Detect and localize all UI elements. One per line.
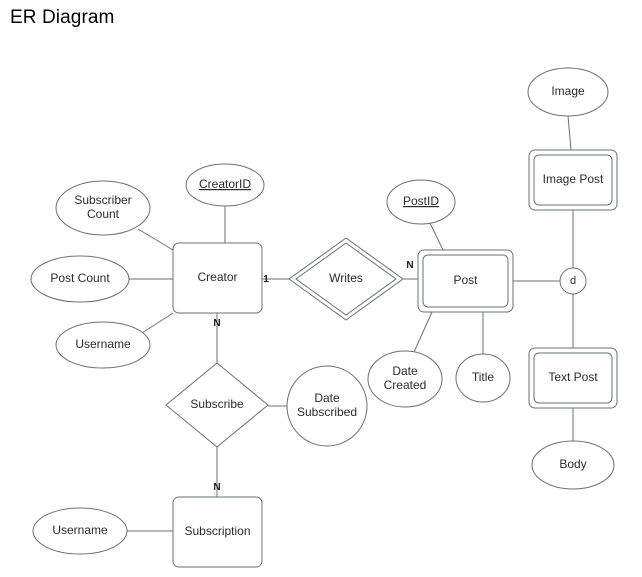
attribute-body-outline [531, 440, 615, 490]
attribute-image[interactable] [527, 67, 609, 117]
cardinality-writes-post: N [406, 260, 413, 271]
relationship-writes-inner-outline [295, 242, 397, 316]
entity-post-label: Post [453, 273, 478, 287]
edge-username-creator [141, 312, 174, 334]
attribute-date-subscribed-outline [286, 365, 368, 447]
cardinality-creator-subscribe: N [213, 318, 220, 329]
entity-subscription[interactable] [172, 496, 263, 568]
edge-image-imagepost [567, 115, 572, 151]
attribute-post-count-label: Post Count [50, 271, 110, 285]
attribute-creator-id[interactable] [185, 163, 265, 207]
entity-image-post[interactable] [528, 149, 618, 211]
specialization-disjoint-symbol: d [570, 275, 576, 287]
entity-text-post-inner-outline [533, 352, 613, 404]
relationship-writes-label: Writes [329, 271, 363, 285]
edge-postid-post [429, 222, 444, 251]
attribute-date-created[interactable] [367, 350, 443, 408]
specialization-disjoint-circle[interactable] [559, 267, 587, 295]
attribute-username-sub-label: Username [52, 523, 108, 537]
cardinality-subscribe-subscript: N [213, 482, 220, 493]
entity-creator-outline [172, 242, 263, 314]
edge-subscriber-count-creator [137, 228, 174, 251]
attribute-username-sub-outline [32, 507, 128, 555]
entity-image-post-label: Image Post [543, 172, 604, 186]
relationship-writes[interactable] [288, 237, 404, 321]
attribute-creator-id-outline [185, 163, 265, 207]
relationship-subscribe[interactable] [165, 362, 269, 448]
attribute-body[interactable] [531, 440, 615, 490]
entity-post[interactable] [417, 249, 514, 313]
attribute-date-subscribed[interactable] [286, 365, 368, 447]
entity-subscription-label: Subscription [184, 524, 250, 538]
attribute-post-count[interactable] [30, 255, 130, 303]
attribute-username-sub[interactable] [32, 507, 128, 555]
attribute-creator-id-label: CreatorID [199, 177, 251, 191]
attribute-username-creator-label: Username [75, 337, 131, 351]
attribute-title-outline [455, 353, 511, 403]
page-title: ER Diagram [10, 7, 115, 28]
relationship-subscribe-label: Subscribe [190, 397, 244, 411]
edges-layer [127, 115, 574, 532]
entity-post-inner-outline [422, 254, 509, 308]
attribute-date-created-outline [367, 350, 443, 408]
attribute-post-count-outline [30, 255, 130, 303]
attribute-body-label: Body [559, 457, 586, 471]
attribute-title-label: Title [472, 370, 495, 384]
cardinality-creator-writes: 1 [263, 274, 269, 285]
attribute-subscriber-count-outline [55, 180, 151, 236]
attribute-post-id[interactable] [386, 179, 456, 225]
attribute-username-creator[interactable] [55, 321, 151, 369]
edge-post-datecreated [413, 311, 433, 353]
attribute-image-label: Image [551, 84, 585, 98]
attribute-image-outline [527, 67, 609, 117]
shapes-layer [30, 67, 618, 568]
entity-text-post[interactable] [528, 347, 618, 409]
entity-creator[interactable] [172, 242, 263, 314]
entity-text-post-label: Text Post [548, 370, 598, 384]
entity-creator-label: Creator [197, 270, 237, 284]
attribute-title[interactable] [455, 353, 511, 403]
relationship-subscribe-outline [165, 362, 269, 448]
entity-image-post-inner-outline [533, 154, 613, 206]
entity-subscription-outline [172, 496, 263, 568]
attribute-post-id-label: PostID [403, 194, 439, 208]
attribute-subscriber-count[interactable] [55, 180, 151, 236]
attribute-post-id-outline [386, 179, 456, 225]
attribute-username-creator-outline [55, 321, 151, 369]
